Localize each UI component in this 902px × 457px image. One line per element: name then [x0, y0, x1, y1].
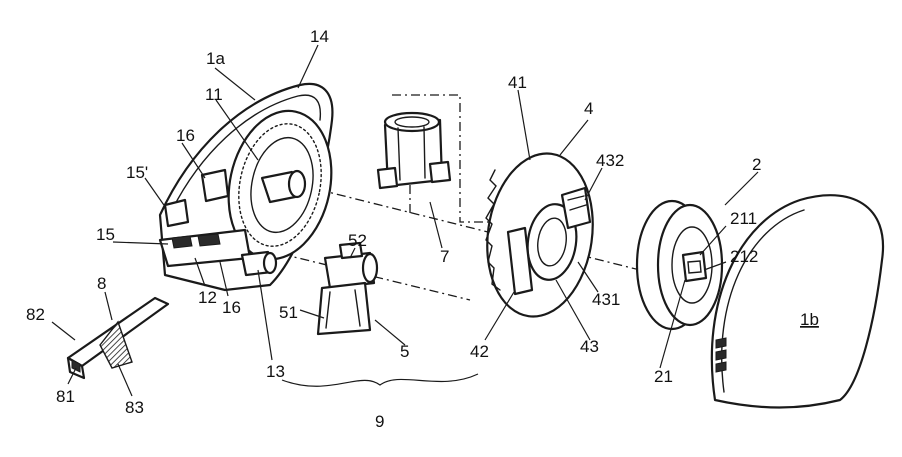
label-52: 52 — [348, 231, 367, 250]
part-7 — [376, 111, 452, 190]
label-211: 211 — [730, 209, 757, 228]
label-2: 2 — [752, 155, 761, 174]
disc-4 — [485, 152, 594, 318]
label-15-prime: 15' — [126, 163, 148, 182]
tape-reel-2 — [635, 199, 724, 331]
reference-labels: 1a 14 11 16 15' 15 12 16 13 52 51 5 7 8 … — [26, 27, 819, 431]
label-81: 81 — [56, 387, 75, 406]
part-5 — [316, 241, 379, 336]
label-15: 15 — [96, 225, 115, 244]
label-1a: 1a — [206, 49, 225, 68]
label-16-upper: 16 — [176, 126, 195, 145]
label-21: 21 — [654, 367, 673, 386]
label-13: 13 — [266, 362, 285, 381]
label-432: 432 — [596, 151, 624, 170]
label-83: 83 — [125, 398, 144, 417]
label-212: 212 — [730, 247, 758, 266]
leader-lines — [51, 44, 759, 397]
label-16-lower: 16 — [222, 298, 241, 317]
part-8 — [66, 296, 170, 380]
housing-half-1b — [710, 194, 885, 409]
label-8: 8 — [97, 274, 106, 293]
label-4: 4 — [584, 99, 593, 118]
label-51: 51 — [279, 303, 298, 322]
label-11: 11 — [205, 85, 223, 104]
label-12: 12 — [198, 288, 217, 307]
label-5: 5 — [400, 342, 409, 361]
label-7: 7 — [440, 247, 449, 266]
label-42: 42 — [470, 342, 489, 361]
label-14: 14 — [310, 27, 329, 46]
label-1b: 1b — [800, 310, 819, 329]
label-431: 431 — [592, 290, 620, 309]
label-9: 9 — [375, 412, 384, 431]
label-43: 43 — [580, 337, 599, 356]
label-82: 82 — [26, 305, 45, 324]
housing-half-1a — [158, 82, 334, 292]
label-41: 41 — [508, 73, 527, 92]
